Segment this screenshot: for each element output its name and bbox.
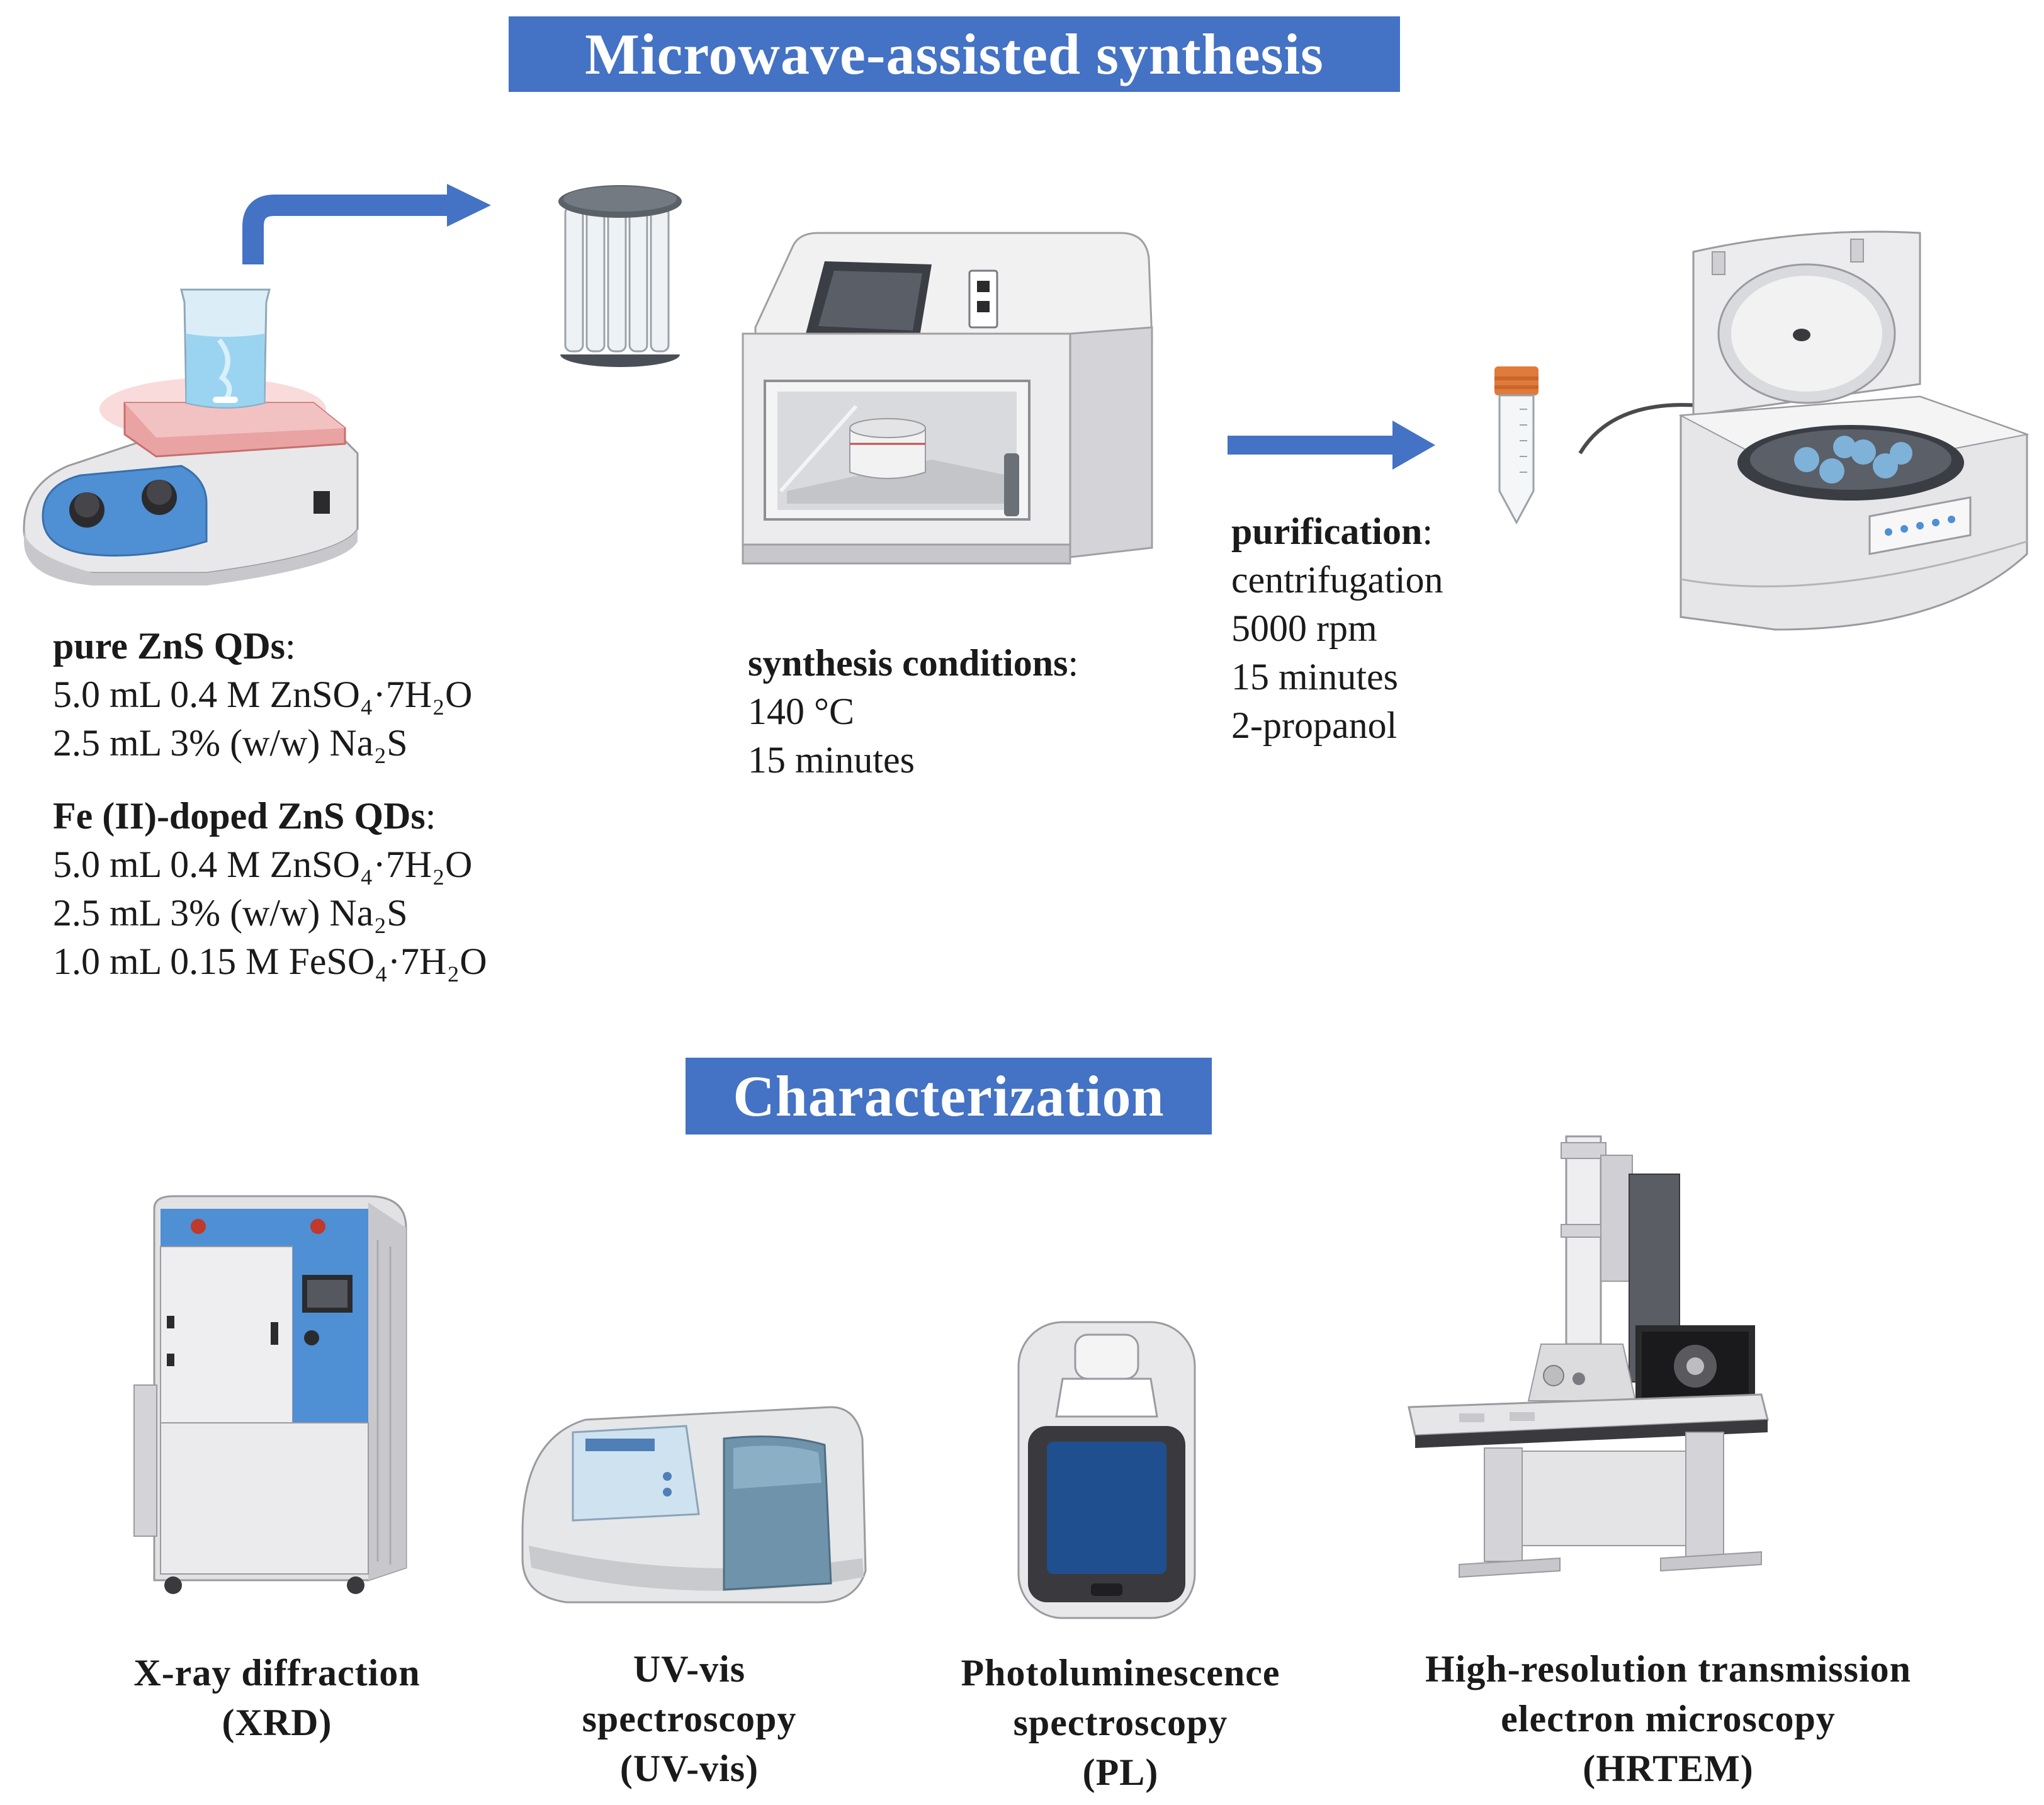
purification-title: purification bbox=[1231, 511, 1423, 552]
caption-line: UV-vis bbox=[633, 1648, 746, 1690]
purification-line: centrifugation bbox=[1231, 559, 1443, 601]
caption-line: (UV-vis) bbox=[619, 1748, 759, 1789]
conditions-title: synthesis conditions bbox=[748, 642, 1068, 684]
caption-line: (XRD) bbox=[222, 1702, 332, 1743]
pure-title: pure ZnS QDs bbox=[53, 625, 286, 667]
recipe-line: 5.0 mL 0.4 M ZnSO₄·7H₂O bbox=[53, 844, 473, 885]
doped-title: Fe (II)-doped ZnS QDs bbox=[53, 795, 426, 837]
conditions-line: 140 °C bbox=[748, 691, 855, 732]
synthesis-banner: Microwave-assisted synthesis bbox=[509, 16, 1400, 92]
reaction-vessel-rack-icon bbox=[558, 185, 682, 367]
photoluminescence-spectrometer-icon bbox=[1017, 1321, 1196, 1619]
purification-line: 15 minutes bbox=[1231, 656, 1398, 698]
x-ray-diffractometer-icon bbox=[133, 1195, 407, 1594]
caption-hrtem: High-resolution transmission electron mi… bbox=[1366, 1644, 1970, 1794]
caption-line: Photoluminescence bbox=[961, 1652, 1280, 1694]
recipe-line: 5.0 mL 0.4 M ZnSO₄·7H₂O bbox=[53, 674, 473, 715]
hotplate-stirrer-icon bbox=[23, 288, 359, 586]
caption-xrd: X-ray diffraction (XRD) bbox=[113, 1648, 441, 1748]
caption-line: electron microscopy bbox=[1501, 1698, 1836, 1740]
caption-line: spectroscopy bbox=[582, 1698, 797, 1740]
caption-line: spectroscopy bbox=[1013, 1702, 1228, 1743]
caption-pl: Photoluminescence spectroscopy (PL) bbox=[919, 1648, 1322, 1797]
purification-line: 5000 rpm bbox=[1231, 608, 1377, 649]
purification-line: 2-propanol bbox=[1231, 704, 1397, 746]
caption-line: (HRTEM) bbox=[1583, 1748, 1754, 1789]
recipe-line: 2.5 mL 3% (w/w) Na₂S bbox=[53, 892, 408, 934]
centrifuge-icon bbox=[1578, 230, 2030, 631]
recipe-line: 1.0 mL 0.15 M FeSO₄·7H₂O bbox=[53, 941, 487, 982]
caption-line: X-ray diffraction bbox=[133, 1652, 421, 1694]
fe-doped-zns-recipe: Fe (II)-doped ZnS QDs: 5.0 mL 0.4 M ZnSO… bbox=[53, 792, 487, 986]
flow-arrow-1 bbox=[242, 184, 491, 264]
caption-line: (PL) bbox=[1082, 1751, 1159, 1793]
microwave-reactor-icon bbox=[742, 232, 1153, 565]
centrifuge-tube-icon bbox=[1494, 366, 1539, 525]
uv-vis-spectrophotometer-icon bbox=[521, 1406, 867, 1604]
caption-uv-vis: UV-vis spectroscopy (UV-vis) bbox=[522, 1644, 856, 1794]
caption-line: High-resolution transmission bbox=[1425, 1648, 1911, 1690]
characterization-banner: Characterization bbox=[686, 1058, 1212, 1134]
purification-steps: purification: centrifugation 5000 rpm 15… bbox=[1231, 507, 1443, 750]
flow-arrow-2 bbox=[1228, 421, 1435, 470]
synthesis-conditions: synthesis conditions: 140 °C 15 minutes bbox=[748, 639, 1078, 784]
recipe-line: 2.5 mL 3% (w/w) Na₂S bbox=[53, 722, 408, 764]
transmission-electron-microscope-icon bbox=[1408, 1135, 1769, 1578]
conditions-line: 15 minutes bbox=[748, 739, 915, 781]
pure-zns-recipe: pure ZnS QDs: 5.0 mL 0.4 M ZnSO₄·7H₂O 2.… bbox=[53, 622, 472, 767]
